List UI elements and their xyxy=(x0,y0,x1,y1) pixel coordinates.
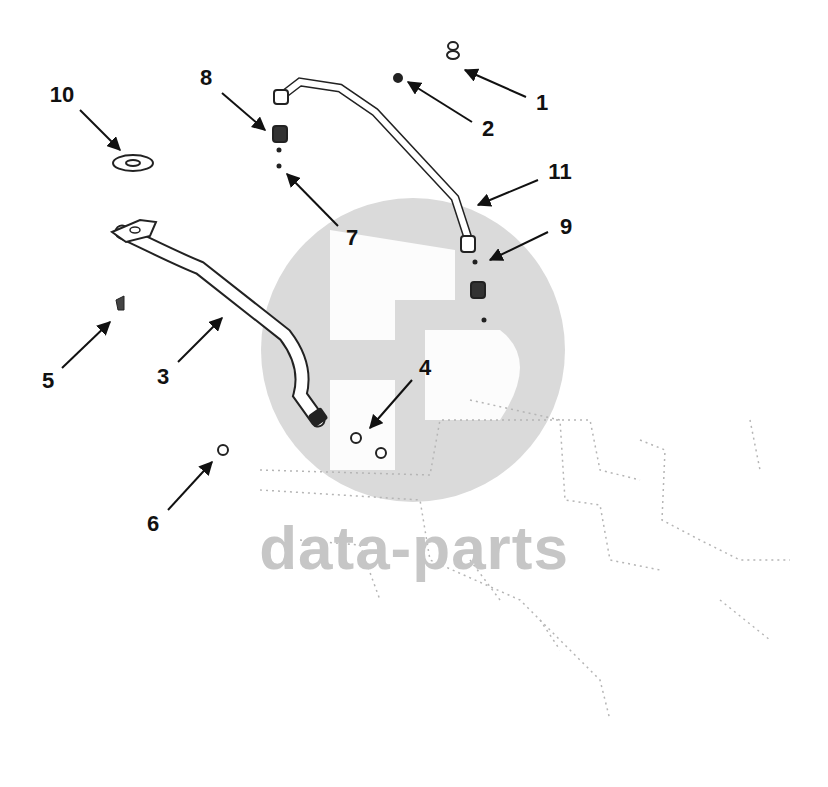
engine-sketch xyxy=(260,400,790,720)
callout-number: 9 xyxy=(560,216,572,238)
callout-number: 7 xyxy=(346,227,358,249)
oil-tube xyxy=(112,220,329,427)
watermark-logo xyxy=(261,198,565,502)
callout-number: 8 xyxy=(200,67,212,89)
oil-line xyxy=(274,82,475,252)
small-parts xyxy=(113,42,486,458)
callout-number: 1 xyxy=(536,92,548,114)
callout-number: 10 xyxy=(50,84,74,106)
callout-number: 4 xyxy=(419,357,431,379)
callout-number: 11 xyxy=(548,161,571,183)
callout-number: 3 xyxy=(157,366,169,388)
watermark-text: data-parts xyxy=(259,517,569,579)
leader-lines xyxy=(62,70,548,510)
callout-number: 2 xyxy=(482,118,494,140)
callout-number: 6 xyxy=(147,513,159,535)
callout-number: 5 xyxy=(42,370,54,392)
